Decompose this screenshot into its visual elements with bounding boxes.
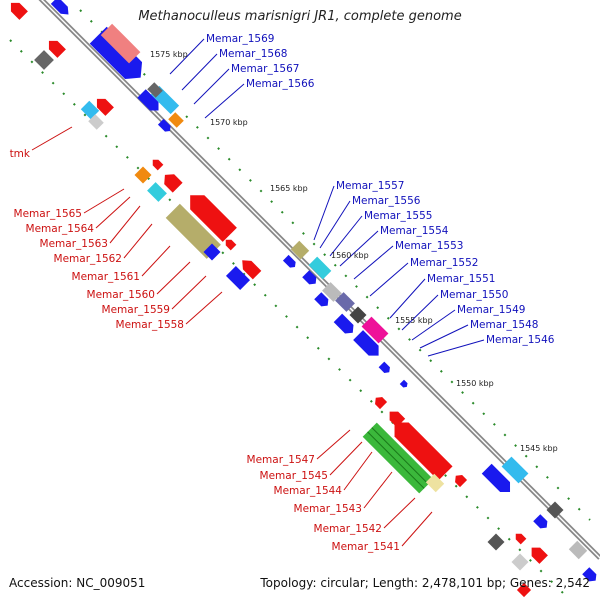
scale-label: 1570 kbp [210, 118, 248, 127]
reverse-leader-lines [31, 126, 433, 547]
gene-label: Memar_1542 [314, 523, 382, 535]
gene-label: Memar_1553 [395, 240, 463, 252]
gene-label: Memar_1541 [332, 541, 400, 553]
gene-label: Memar_1562 [54, 253, 122, 265]
gene-label: Memar_1544 [274, 485, 343, 497]
forward-strand-features [50, 0, 597, 582]
gene-label: Memar_1560 [87, 289, 155, 301]
gene-label: Memar_1548 [470, 319, 538, 331]
gene-label: Memar_1551 [427, 273, 495, 285]
forward-leader-lines [169, 38, 485, 357]
map-title: Methanoculleus marisnigri JR1, complete … [138, 9, 462, 24]
gene-label: Memar_1566 [246, 78, 315, 90]
scale-label: 1555 kbp [395, 316, 433, 325]
scale-label: 1545 kbp [520, 444, 558, 453]
gene-label: Memar_1561 [72, 271, 140, 283]
scale-label: 1550 kbp [456, 379, 494, 388]
scale-label: 1575 kbp [150, 50, 188, 59]
accession-text: Accession: NC_009051 [9, 576, 146, 590]
gene-label: Memar_1550 [440, 289, 508, 301]
gene-label: Memar_1567 [231, 63, 299, 75]
gene-label: Memar_1547 [247, 454, 315, 466]
gene-label: Memar_1565 [14, 208, 82, 220]
gene-label: Memar_1549 [457, 304, 525, 316]
gene-label: Memar_1543 [294, 503, 362, 515]
gene-label: Memar_1563 [40, 238, 108, 250]
gene-label: Memar_1556 [352, 195, 421, 207]
gene-label: Memar_1564 [26, 223, 95, 235]
gene-label: Memar_1546 [486, 334, 555, 346]
scale-label: 1565 kbp [270, 184, 308, 193]
gene-label: Memar_1554 [380, 225, 449, 237]
gene-label: Memar_1552 [410, 257, 478, 269]
gene-label: Memar_1558 [116, 319, 184, 331]
gene-label: Memar_1545 [260, 470, 328, 482]
gene-label: Memar_1557 [336, 180, 404, 192]
genome-summary-text: Topology: circular; Length: 2,478,101 bp… [260, 576, 590, 590]
scale-label: 1560 kbp [331, 251, 369, 260]
gene-label: Memar_1559 [102, 304, 170, 316]
gene-label: Memar_1555 [364, 210, 432, 222]
gene-label: tmk [10, 148, 31, 160]
gene-label: Memar_1569 [206, 33, 274, 45]
gene-label: Memar_1568 [219, 48, 287, 60]
